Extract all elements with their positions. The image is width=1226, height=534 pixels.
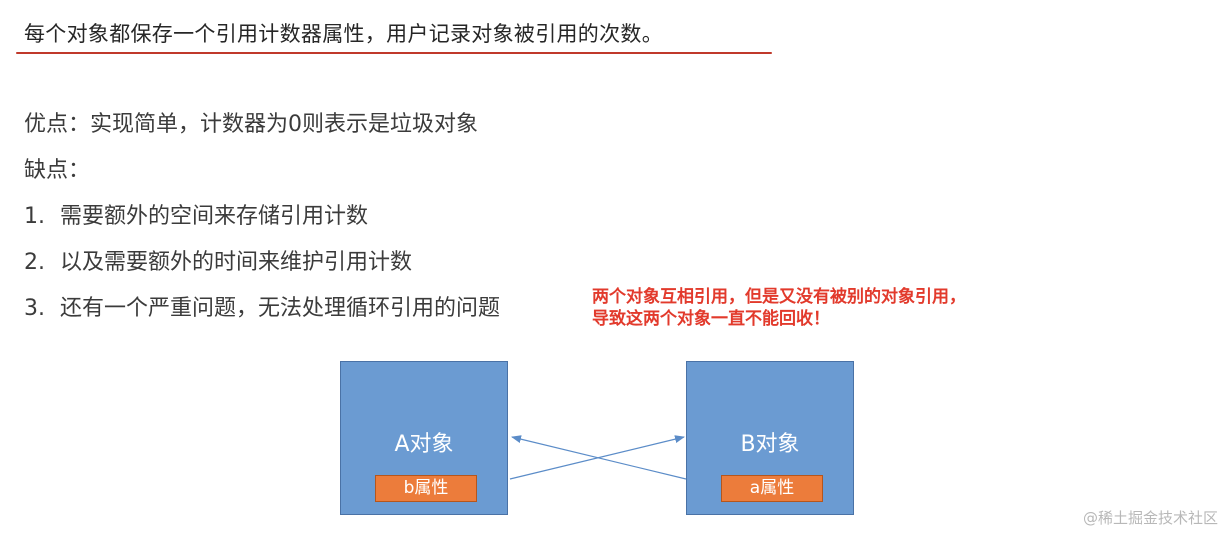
- cons-label: 缺点：: [24, 158, 91, 183]
- object-a-attribute: b属性: [375, 475, 477, 502]
- cons-item-2: 2. 以及需要额外的时间来维护引用计数: [24, 244, 412, 276]
- arrow-b-to-a: [511, 435, 687, 480]
- headline-underline: [16, 52, 772, 54]
- object-a-title: A对象: [394, 432, 454, 457]
- cons-item-1: 1. 需要额外的空间来存储引用计数: [24, 198, 368, 230]
- note-line-1: 两个对象互相引用，但是又没有被别的对象引用，: [592, 287, 966, 307]
- object-a-box: A对象 b属性: [340, 361, 508, 515]
- cons-item-number: 3.: [24, 296, 45, 321]
- object-b-attribute: a属性: [721, 475, 823, 502]
- cons-item-number: 2.: [24, 250, 45, 275]
- object-b-box: B对象 a属性: [686, 361, 854, 515]
- watermark: @稀土掘金技术社区: [1082, 509, 1218, 527]
- cons-item-3: 3. 还有一个严重问题，无法处理循环引用的问题: [24, 290, 500, 322]
- object-b-title: B对象: [740, 432, 800, 457]
- note-line-2: 导致这两个对象一直不能回收！: [592, 309, 830, 329]
- headline: 每个对象都保存一个引用计数器属性，用户记录对象被引用的次数。: [24, 22, 663, 46]
- cons-item-text: 需要额外的空间来存储引用计数: [60, 204, 369, 229]
- circular-reference-note: 两个对象互相引用，但是又没有被别的对象引用， 导致这两个对象一直不能回收！: [592, 286, 966, 330]
- cons-item-number: 1.: [24, 204, 45, 229]
- cons-item-text: 以及需要额外的时间来维护引用计数: [60, 250, 413, 275]
- cons-item-text: 还有一个严重问题，无法处理循环引用的问题: [60, 296, 501, 321]
- pros-line: 优点：实现简单，计数器为0则表示是垃圾对象: [24, 112, 478, 137]
